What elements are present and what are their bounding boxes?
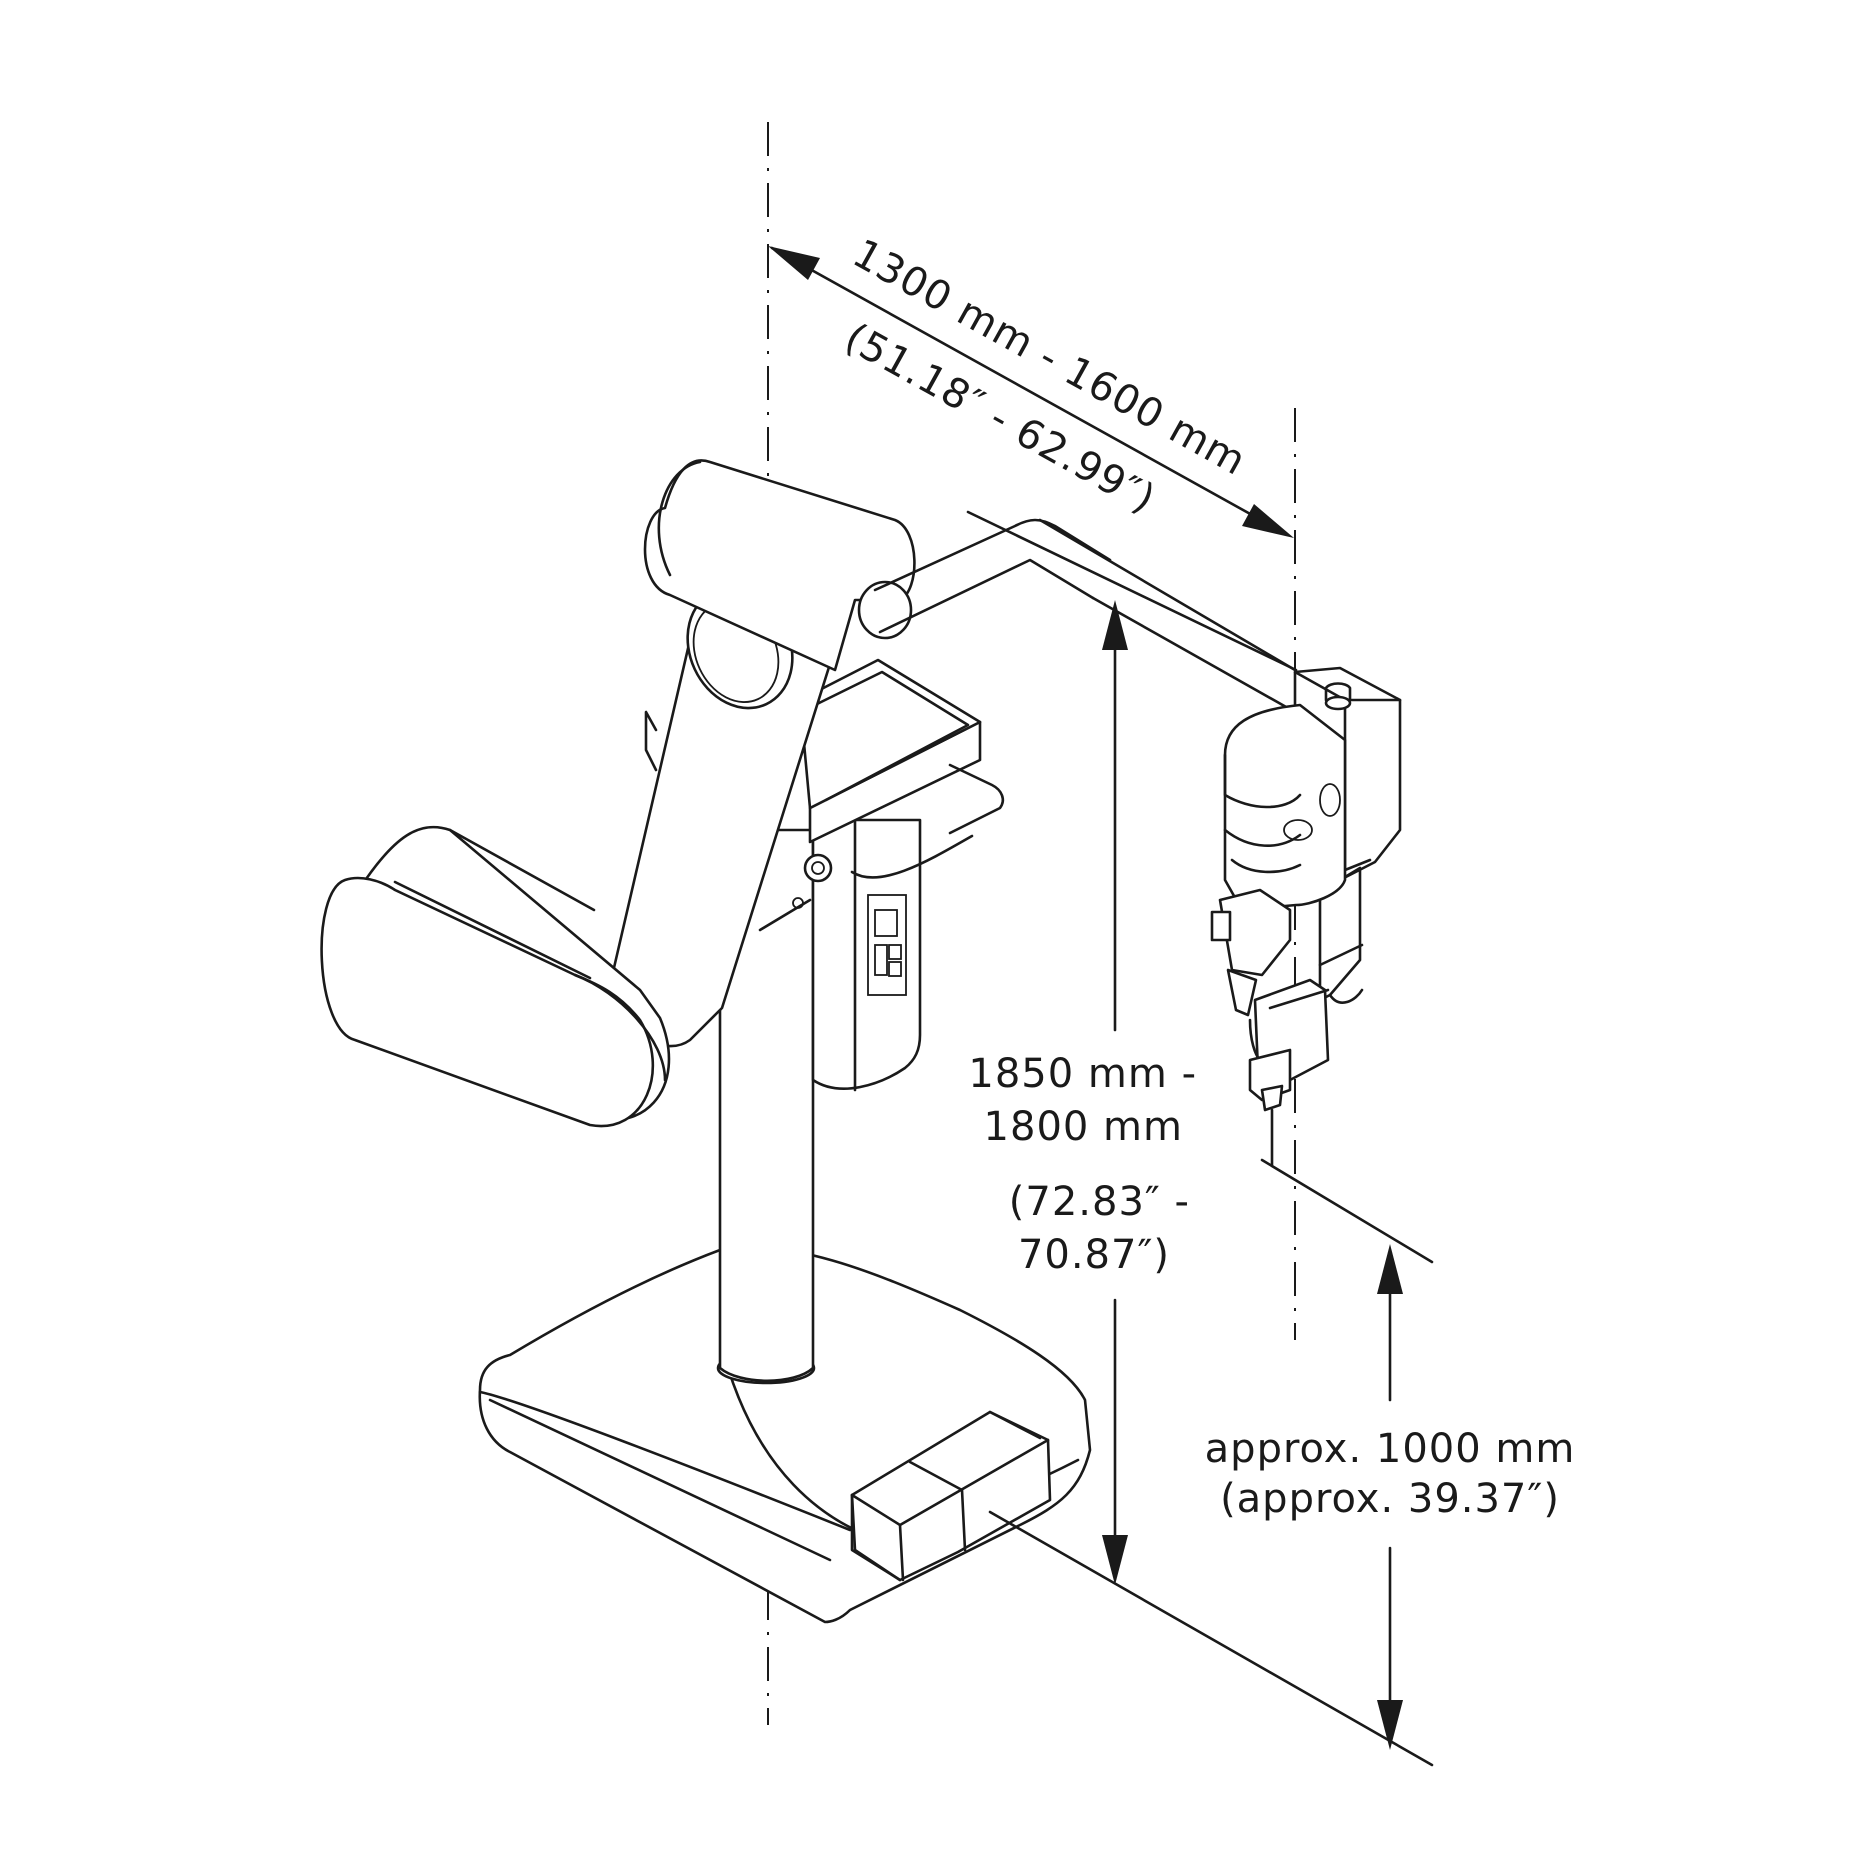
mount-knob: [1324, 695, 1352, 711]
height-arrow-top: [1102, 600, 1128, 650]
stand-column: [718, 828, 815, 1382]
height-label-line2: 1800 mm: [984, 1104, 1183, 1150]
height-label-line3: (72.83″ -: [1009, 1179, 1190, 1225]
foot-pedal: [850, 1410, 1052, 1582]
height-label-line4: 70.87″): [1018, 1232, 1170, 1278]
height-arrow-bottom: [1102, 1535, 1128, 1585]
armrest: [320, 825, 671, 1128]
work-height-dimension: [1260, 1158, 1434, 1750]
work-height-arrow-bottom: [1377, 1700, 1403, 1750]
upper-arm: [643, 459, 1297, 714]
reach-arrow-right: [1242, 504, 1294, 538]
stand-base: [478, 1246, 1092, 1624]
control-unit: [811, 798, 922, 1092]
knob: [803, 853, 833, 883]
height-label-line1: 1850 mm -: [968, 1051, 1197, 1097]
tool-head: [1210, 666, 1402, 1167]
work-height-label-mm: approx. 1000 mm: [1205, 1426, 1576, 1472]
reach-dimension: [768, 246, 1298, 672]
control-panel: [867, 894, 907, 996]
monitor-tray: [644, 658, 1005, 932]
work-height-arrow-top: [1377, 1244, 1403, 1294]
height-dimension: [988, 600, 1434, 1767]
reach-arrow-left: [768, 246, 820, 280]
work-height-label-inch: (approx. 39.37″): [1220, 1476, 1560, 1522]
